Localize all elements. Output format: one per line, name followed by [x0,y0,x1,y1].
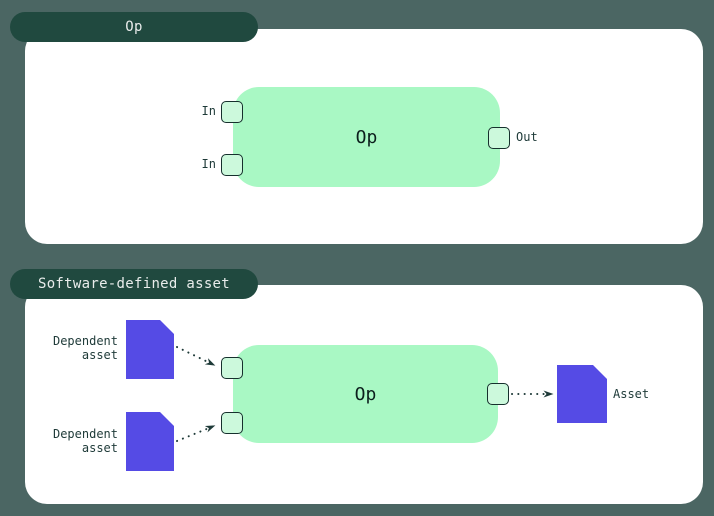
input-port-1 [221,101,243,123]
tab-software-defined-asset: Software-defined asset [10,269,258,299]
asset-label: Asset [613,387,650,401]
sda-op-node-label: Op [354,383,377,405]
sda-op-node: Op [233,345,498,443]
output-port [488,127,510,149]
dependent-asset-document-icon-1 [126,320,174,379]
input-label-1: In [201,104,216,118]
tab-op: Op [10,12,258,42]
sda-output-port [487,383,509,405]
dependent-asset-label-2: Dependent asset [52,427,118,455]
output-label: Out [516,130,538,144]
dependent-asset-label-1: Dependent asset [52,334,118,362]
input-port-2 [221,154,243,176]
sda-input-port-1 [221,357,243,379]
sda-input-port-2 [221,412,243,434]
dependent-asset-document-icon-2 [126,412,174,471]
op-node: Op [233,87,500,187]
asset-document-icon [557,365,607,423]
op-node-label: Op [355,126,378,148]
tab-sda-label: Software-defined asset [37,276,231,292]
tab-op-label: Op [125,19,143,35]
input-label-2: In [201,157,216,171]
